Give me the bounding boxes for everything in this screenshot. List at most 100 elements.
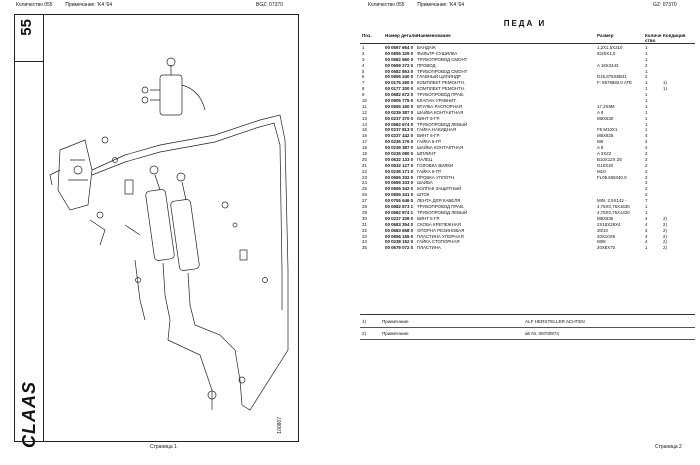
left-page: Количество 055 Примечание: 'K4 '64 BGZ: … <box>14 2 299 450</box>
right-page: Количество 055 Примечание: 'K4 '64 GZ: 0… <box>350 0 700 465</box>
part-note: 2) <box>663 245 667 251</box>
part-number: 00 0239 387 0 <box>385 109 414 115</box>
left-code: BGZ: 07370 <box>256 2 283 8</box>
part-size: 20X10X6 <box>597 233 616 239</box>
part-number: 00 0667 664 0 <box>385 45 414 50</box>
part-qty: 4 <box>645 139 648 145</box>
part-qty: 2 <box>645 186 648 192</box>
part-size: M8X825 <box>597 133 614 139</box>
note-text: ab Nr. 08700974 <box>525 331 559 336</box>
row-no: 25 <box>362 186 367 192</box>
note-no: 1) <box>362 319 367 324</box>
cylinder-push-rods <box>162 262 191 306</box>
part-number: 00 0682 873 1 <box>385 204 414 210</box>
part-qty: 2 <box>645 162 648 168</box>
row-no: 11 <box>362 103 367 109</box>
part-number: 00 0679 072 0 <box>385 245 414 251</box>
part-name: ШАЙБА <box>417 180 433 186</box>
brake-pipe-left <box>91 122 283 271</box>
fitting-bottom-1 <box>207 390 217 400</box>
bracket-bolt <box>73 165 83 175</box>
part-nut <box>96 211 104 219</box>
part-name: БАНДАЖ <box>417 45 436 50</box>
note-label: Примечание: 'K4 '64 <box>65 2 113 8</box>
note-label: Примечание <box>382 331 409 336</box>
part-number: 00 0655 332 0 <box>385 174 414 180</box>
part-qty: 7 <box>645 198 648 204</box>
part-name: КЛАПАН УРАВНИТ. <box>417 98 457 104</box>
part-name: ГАЙКА 6-ГР. <box>417 139 442 145</box>
row-no: 19 <box>362 151 367 157</box>
part-qty: 1 <box>645 109 648 115</box>
part-number: 00 0683 354 0 <box>385 221 414 227</box>
part-number: 00 0905 775 0 <box>385 98 414 104</box>
part-qty: 1 <box>645 115 648 121</box>
row-no: 18 <box>362 145 367 151</box>
cyl-top-fitting-1 <box>149 165 159 175</box>
part-number: 00 0659 272 0 <box>385 62 414 68</box>
part-name: ВИНТ 6-ГР. <box>417 133 440 139</box>
part-note: 2) <box>663 233 667 239</box>
left-lower-line <box>134 259 146 321</box>
row-no: 30 <box>362 215 367 221</box>
part-name: ВИНТ 6-ГР. <box>417 115 440 121</box>
part-name: ГОЛОВКА ВИЛКИ <box>417 162 454 168</box>
part-name: ПЛАСТИНА <box>417 245 441 251</box>
part-qty: 1 <box>645 86 648 92</box>
part-name: ТРУБОПРОВОД СМОНТ <box>417 56 468 62</box>
row-no: 16 <box>362 133 367 139</box>
row-no: 7 <box>362 80 365 86</box>
part-name: ОПОРНА РЕЗИНОВАЯ <box>417 227 465 233</box>
row-no: 4 <box>362 62 365 68</box>
count-label: Количество 055 <box>16 2 53 8</box>
part-number: 00 0656 155 0 <box>385 233 414 239</box>
row-no: 17 <box>362 139 367 145</box>
part-note: 2) <box>663 221 667 227</box>
part-name: ТРУБОПРОВОД СМОНТ <box>417 68 468 74</box>
part-name: ШАЙБА КОНТАКТНАЯ <box>417 145 464 151</box>
part-size: B10X12X 28 <box>597 156 622 162</box>
part-qty: 1 <box>645 80 648 86</box>
part-name: ТРУБОПРОВОД ПРАВ. <box>417 92 465 98</box>
part-size: FL09.655340.0 <box>597 174 627 180</box>
part-number: 00 0655 340 0 <box>385 74 414 80</box>
part-qty: 1 <box>645 45 648 50</box>
part-qty: 2 <box>645 151 648 157</box>
row-no: 35 <box>362 245 367 251</box>
part-number: 00 0175 260 0 <box>385 80 414 86</box>
fitting-bottom-2 <box>238 376 246 384</box>
right-code: GZ: 07370 <box>653 2 677 8</box>
part-size: 2X18X28X4 <box>597 221 621 227</box>
part-note: 1) <box>663 80 667 86</box>
part-qty: 1 <box>645 92 648 98</box>
part-number: 00 0655 160 0 <box>385 103 414 109</box>
part-name: КОМПЛЕКТ РЕМОНТН. <box>417 86 466 92</box>
part-number: 00 0239 387 0 <box>385 145 414 151</box>
left-footer: Страница 1 <box>150 444 177 450</box>
part-size: 30/10 <box>597 227 608 233</box>
row-no: 33 <box>362 233 367 239</box>
part-number: 00 0238 152 0 <box>385 239 414 245</box>
part-qty: 2 <box>645 192 648 198</box>
row-no: 6 <box>362 74 365 80</box>
right-footer: Страница 2 <box>655 444 682 450</box>
row-no: 13 <box>362 115 367 121</box>
col-no: Поз. <box>362 33 372 38</box>
hardware-washer <box>232 222 238 228</box>
